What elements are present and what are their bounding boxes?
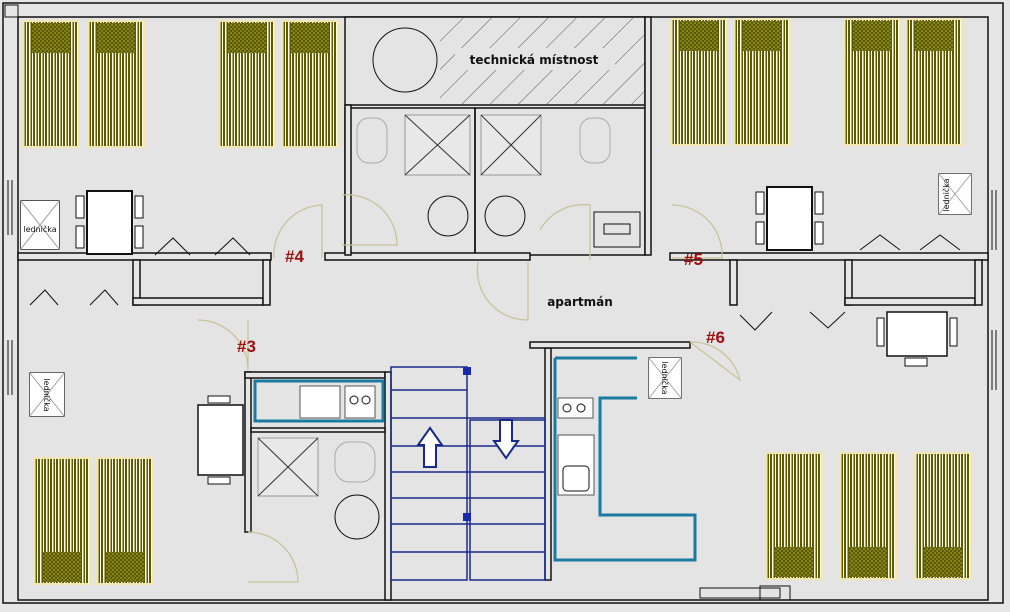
fridge-label: lednička [42,378,52,411]
bed [218,20,276,148]
fridges: lednička lednička lednička lednička [20,173,973,417]
bed [87,20,145,148]
room-number-6: #6 [706,328,725,347]
bed [765,452,823,580]
bed [96,457,154,585]
bed [914,452,972,580]
bed [33,457,91,585]
apartment-label: apartmán [547,295,613,309]
fridge-label: lednička [660,361,670,394]
bed [843,18,901,146]
fridge: lednička [647,357,683,399]
arrow-down-icon [492,419,520,460]
lower-left-bathroom [250,379,386,540]
technical-room-label: technická místnost [470,53,599,67]
bed [281,20,339,148]
upper-bathrooms [344,107,646,256]
fridge-label: lednička [941,178,951,211]
arrow-up-icon [416,426,444,468]
interior-walls [17,16,989,601]
fridge: lednička [28,372,66,417]
fridge: lednička [20,200,60,250]
technical-room: technická místnost [344,16,646,106]
fridge-label: lednička [23,224,56,234]
room-number-3: #3 [237,337,256,356]
bed [839,452,897,580]
bed [670,18,728,146]
fridge: lednička [937,173,973,215]
bed [733,18,791,146]
tables [75,186,958,485]
room-number-4: #4 [285,247,304,266]
room-number-5: #5 [684,250,703,269]
staircase [390,366,546,581]
bed [22,20,80,148]
door-arcs [29,194,961,583]
apartment-kitchen [553,356,697,562]
bed [905,18,963,146]
